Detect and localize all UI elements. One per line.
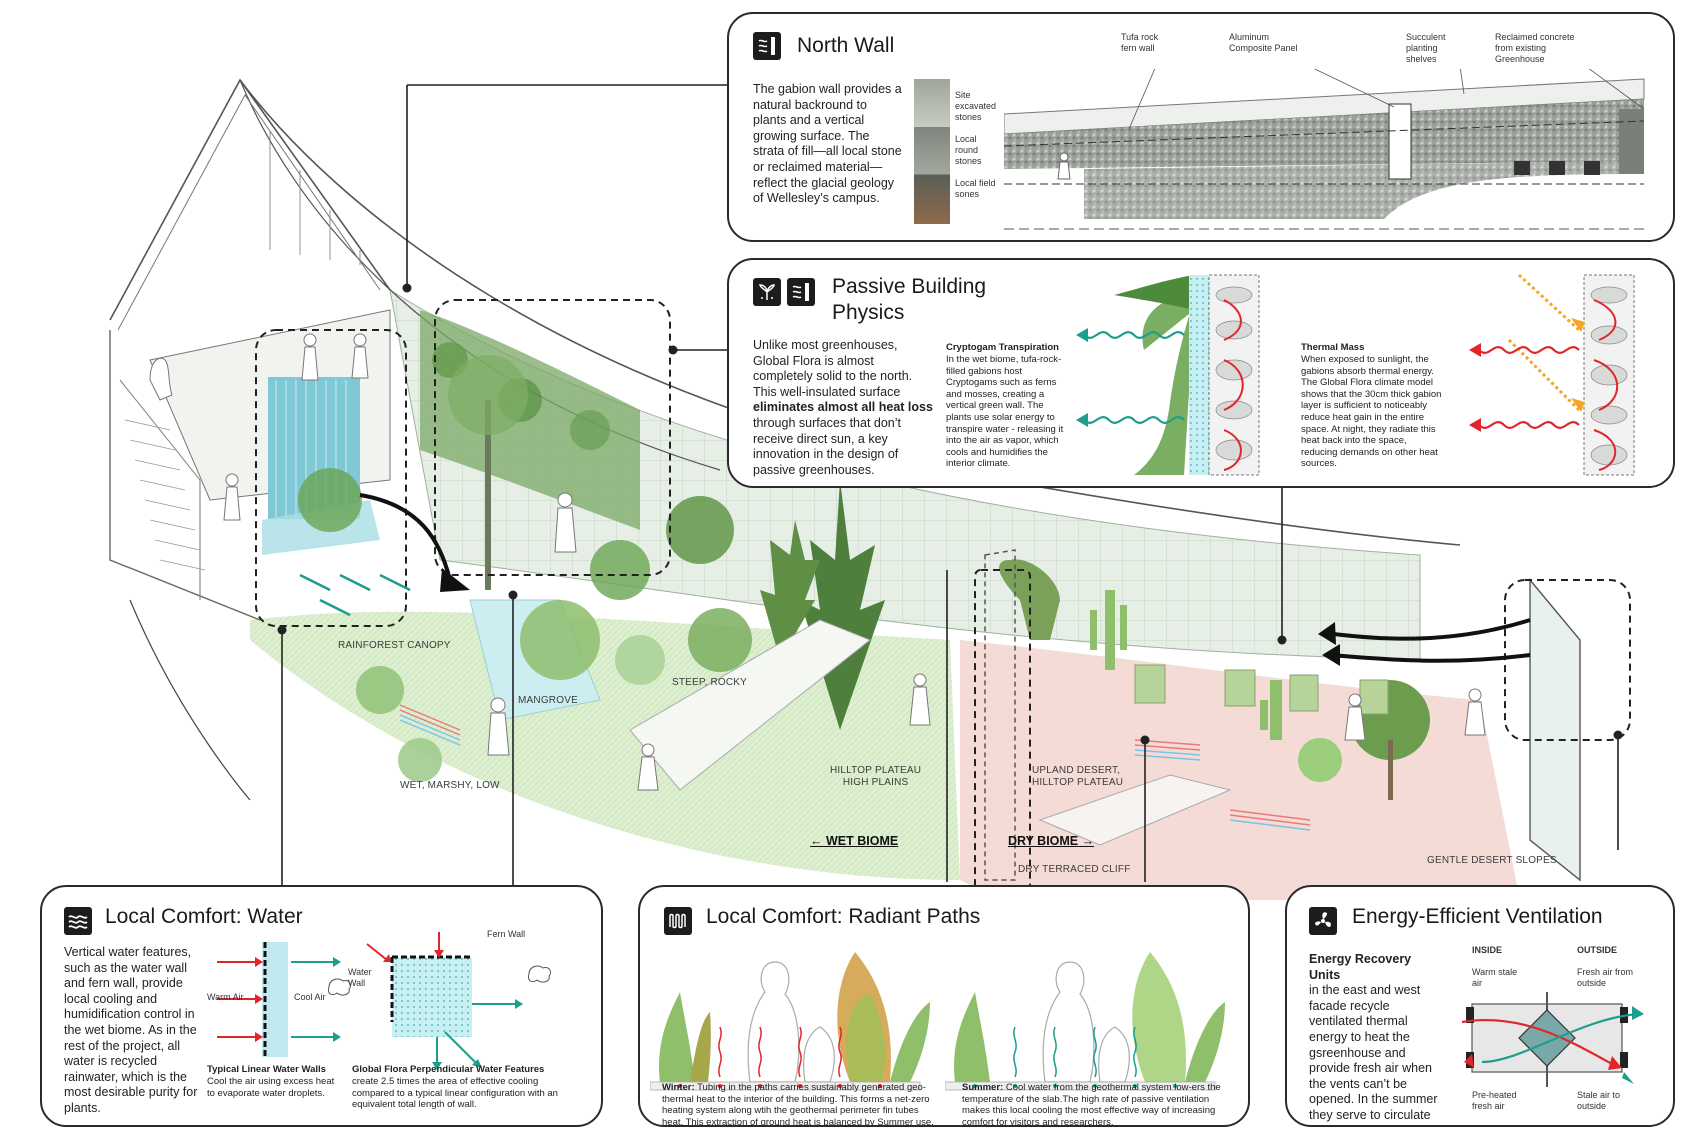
summer-illustration <box>945 952 1225 1091</box>
ventilation-description: Energy Recovery Units in the east and we… <box>1309 952 1444 1125</box>
north-wall-title: North Wall <box>797 34 895 57</box>
inside-label: INSIDE <box>1472 945 1503 955</box>
passive-text-2: through surfaces that don’t receive dire… <box>753 415 902 477</box>
winter-label: Winter: <box>662 1082 695 1093</box>
callout-tufa: Tufa rock fern wall <box>1121 32 1159 53</box>
outside-label: OUTSIDE <box>1577 945 1618 955</box>
north-wall-panel: North Wall The gabion wall provides a na… <box>727 12 1675 242</box>
north-wall-description: The gabion wall provides a natural backr… <box>753 82 902 206</box>
wall-icon <box>753 32 781 60</box>
cryptogam-title: Cryptogam Transpiration <box>946 342 1059 353</box>
thermal-title: Thermal Mass <box>1301 342 1365 353</box>
zone-steep: STEEP, ROCKY <box>672 677 748 688</box>
zone-hilltop-line2: HIGH PLAINS <box>842 777 909 788</box>
biome-divider-frame <box>984 549 1016 881</box>
ventilation-title: Energy-Efficient Ventilation <box>1352 905 1603 928</box>
fresh-outside-label: Fresh air from outside <box>1577 967 1634 988</box>
thermal-text: When exposed to sunlight, the gabions ab… <box>1301 354 1442 470</box>
dry-biome-plants <box>999 559 1430 800</box>
wet-biome-text: WET BIOME <box>825 834 899 848</box>
fan-icon <box>1309 907 1337 935</box>
wet-biome-label: ← WET BIOME <box>810 834 899 848</box>
passive-physics-description: Unlike most greenhouses, Global Flora is… <box>753 338 935 478</box>
radiant-title: Local Comfort: Radiant Paths <box>706 905 981 928</box>
strata-swatch <box>914 79 950 224</box>
erv-title: Energy Recovery Units <box>1309 952 1412 982</box>
zone-rainforest: RAINFOREST CANOPY <box>338 640 451 651</box>
highlight-erv <box>1504 579 1631 741</box>
summer-text: Summer: Cool water from the geothermal s… <box>962 1082 1224 1127</box>
radiant-panel: Local Comfort: Radiant Paths Winter: Tub… <box>638 885 1250 1127</box>
preheated-label: Pre-heated fresh air <box>1472 1090 1517 1111</box>
erv-text: in the east and west facade recycle vent… <box>1309 983 1438 1125</box>
callout-aluminum: Aluminum Composite Panel <box>1229 32 1298 53</box>
north-wall-section <box>1004 69 1645 230</box>
zone-hilltop: HILLTOP PLATEAU HIGH PLAINS <box>830 765 921 789</box>
water-panel: Local Comfort: Water Vertical water feat… <box>40 885 603 1127</box>
passive-text-1: Unlike most greenhouses, Global Flora is… <box>753 338 913 399</box>
wall-icon <box>787 278 815 306</box>
zone-upland: UPLAND DESERT, HILLTOP PLATEAU <box>1032 765 1123 789</box>
linear-title: Typical Linear Water Walls <box>207 1064 326 1075</box>
water-wall-label: Water Wall <box>348 967 372 988</box>
ventilation-panel: Energy-Efficient Ventilation INSIDE OUTS… <box>1285 885 1675 1127</box>
stale-outside-label: Stale air to outside <box>1577 1090 1621 1111</box>
linear-text: Cool the air using excess heat to evapor… <box>207 1076 335 1099</box>
winter-illustration <box>650 952 930 1091</box>
passive-physics-panel: Passive Building Physics Unlike most gre… <box>727 258 1675 488</box>
perp-text: create 2.5 times the area of effective c… <box>352 1076 558 1111</box>
passive-text-bold: eliminates almost all heat loss <box>753 400 933 415</box>
zone-wet-marshy: WET, MARSHY, LOW <box>400 780 500 791</box>
perpendicular-water-diagram <box>366 932 523 1070</box>
cool-air-label: Cool Air <box>294 992 326 1002</box>
cryptogam-diagram <box>1076 274 1260 476</box>
perp-title: Global Flora Perpendicular Water Feature… <box>352 1064 545 1075</box>
callout-succulent: Succulent planting shelves <box>1406 32 1446 64</box>
winter-body: Tubing in the paths carries sustainably … <box>662 1082 934 1127</box>
droplet-icon <box>528 965 552 983</box>
radiator-icon <box>664 907 692 935</box>
erv-diagram <box>1462 992 1644 1087</box>
highlight-fern-wall <box>434 299 671 576</box>
passive-physics-title: Passive Building Physics <box>832 275 987 324</box>
strata-1: Site excavated stones <box>955 90 997 122</box>
water-icon <box>64 907 92 935</box>
winter-text: Winter: Tubing in the paths carries sust… <box>662 1082 942 1127</box>
zone-hilltop-line1: HILLTOP PLATEAU <box>830 765 922 776</box>
strata-2: Local round stones <box>955 134 982 166</box>
warm-air-label: Warm Air <box>207 992 244 1002</box>
droplet-icon <box>328 978 352 996</box>
highlight-water-wall <box>255 329 407 627</box>
zone-upland-line1: UPLAND DESERT, <box>1032 765 1121 776</box>
plant-icon <box>753 278 781 306</box>
fern-wall-label: Fern Wall <box>487 929 526 939</box>
roof-frame <box>109 78 391 321</box>
warm-stale-label: Warm stale air <box>1472 967 1518 988</box>
thermal-mass-diagram <box>1469 273 1635 476</box>
linear-water-wall-diagram <box>217 942 341 1057</box>
zone-upland-line2: HILLTOP PLATEAU <box>1032 777 1124 788</box>
zone-mangrove: MANGROVE <box>518 695 578 706</box>
summer-label: Summer: <box>962 1082 1004 1093</box>
zone-gentle: GENTLE DESERT SLOPES <box>1427 855 1557 866</box>
water-title: Local Comfort: Water <box>105 905 303 928</box>
strata-3: Local field sones <box>955 178 996 199</box>
dry-biome-label: DRY BIOME → <box>1008 834 1095 848</box>
zone-dry-cliff: DRY TERRACED CLIFF <box>1018 864 1131 875</box>
wet-biome-trees <box>298 355 885 782</box>
dry-biome-text: DRY BIOME <box>1008 834 1079 848</box>
water-description: Vertical water features, such as the wat… <box>64 945 198 1115</box>
summer-body: Cool water from the geothermal system lo… <box>962 1082 1221 1127</box>
cryptogam-text: In the wet biome, tufa-rock-filled gabio… <box>946 354 1064 470</box>
callout-reclaimed: Reclaimed concrete from existing Greenho… <box>1495 32 1575 64</box>
east-facade <box>1529 578 1581 882</box>
